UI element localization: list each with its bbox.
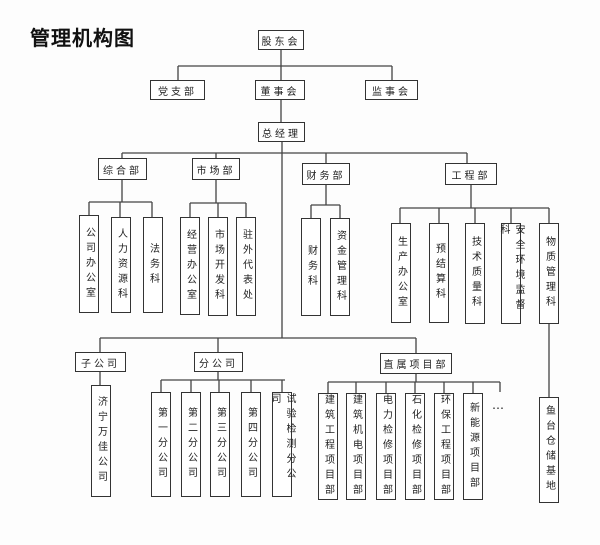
node-production-office: 生产办公室 bbox=[391, 223, 411, 323]
node-branches: 分公司 bbox=[194, 352, 243, 372]
node-market-dev-label: 市场开发科 bbox=[212, 229, 224, 304]
node-direct-projects: 直属项目部 bbox=[380, 353, 452, 374]
node-budget: 预结算科 bbox=[429, 223, 449, 323]
node-branch-3-label: 第三分公司 bbox=[214, 407, 226, 482]
node-jining-wanjia: 济宁万佳公司 bbox=[91, 385, 111, 497]
node-general-dept-label: 综合部 bbox=[103, 165, 142, 177]
node-tech-quality-label: 技术质量科 bbox=[469, 236, 481, 311]
node-branches-label: 分公司 bbox=[199, 358, 238, 370]
node-branch-1-label: 第一分公司 bbox=[155, 407, 167, 482]
node-safety-env-label: 安全环境监督科 bbox=[498, 224, 524, 314]
node-rep-office: 驻外代表处 bbox=[236, 217, 256, 316]
node-testing-branch-label: 试验检测分公司 bbox=[269, 393, 295, 483]
node-market-dept: 市场部 bbox=[192, 158, 240, 180]
more-projects-ellipsis: … bbox=[492, 398, 504, 412]
node-legal-label: 法务科 bbox=[147, 242, 159, 288]
node-direct-projects-label: 直属项目部 bbox=[383, 360, 449, 371]
node-subsidiary-label: 子公司 bbox=[81, 358, 120, 370]
node-branch-1: 第一分公司 bbox=[151, 392, 171, 497]
node-engineering-dept-label: 工程部 bbox=[451, 170, 491, 182]
node-business-office-label: 经营办公室 bbox=[184, 228, 196, 304]
node-party-branch-label: 党支部 bbox=[158, 86, 197, 98]
node-fund-mgmt: 资金管理科 bbox=[330, 218, 350, 316]
node-branch-2-label: 第二分公司 bbox=[185, 407, 197, 482]
node-tech-quality: 技术质量科 bbox=[465, 223, 485, 324]
node-business-office: 经营办公室 bbox=[180, 217, 200, 315]
node-party-branch: 党支部 bbox=[150, 80, 205, 100]
node-shareholders-label: 股东会 bbox=[261, 36, 301, 48]
node-power-maint-label: 电力检修项目部 bbox=[380, 394, 392, 499]
node-branch-3: 第三分公司 bbox=[210, 392, 230, 497]
node-testing-branch: 试验检测分公司 bbox=[269, 392, 295, 497]
node-board: 董事会 bbox=[255, 80, 305, 100]
node-finance-section-label: 财务科 bbox=[305, 244, 317, 290]
node-board-label: 董事会 bbox=[260, 86, 300, 98]
node-company-office: 公司办公室 bbox=[79, 215, 99, 313]
node-shareholders: 股东会 bbox=[258, 30, 304, 50]
node-general-dept: 综合部 bbox=[98, 158, 147, 180]
node-petrochem-maint-label: 石化检修项目部 bbox=[409, 394, 421, 499]
node-safety-env: 安全环境监督科 bbox=[498, 223, 524, 324]
node-materials: 物质管理科 bbox=[539, 223, 559, 324]
node-petrochem-maint: 石化检修项目部 bbox=[405, 393, 425, 500]
node-hr: 人力资源科 bbox=[111, 217, 131, 313]
node-env-project-label: 环保工程项目部 bbox=[438, 394, 450, 499]
node-env-project: 环保工程项目部 bbox=[434, 393, 454, 500]
node-construction-project-label: 建筑工程项目部 bbox=[322, 394, 334, 499]
node-subsidiary: 子公司 bbox=[75, 352, 126, 372]
node-construction-project: 建筑工程项目部 bbox=[318, 393, 338, 500]
node-materials-label: 物质管理科 bbox=[543, 236, 555, 311]
node-legal: 法务科 bbox=[143, 217, 163, 313]
node-general-manager: 总经理 bbox=[258, 122, 305, 142]
chart-title: 管理机构图 bbox=[30, 26, 135, 50]
node-branch-4: 第四分公司 bbox=[241, 392, 261, 497]
node-fund-mgmt-label: 资金管理科 bbox=[334, 229, 346, 305]
node-power-maint: 电力检修项目部 bbox=[376, 393, 396, 500]
node-finance-dept: 财务部 bbox=[302, 163, 350, 185]
node-company-office-label: 公司办公室 bbox=[83, 226, 95, 302]
node-hr-label: 人力资源科 bbox=[115, 227, 127, 303]
node-mep-project-label: 建筑机电项目部 bbox=[350, 394, 362, 499]
node-engineering-dept: 工程部 bbox=[445, 163, 497, 185]
node-market-dept-label: 市场部 bbox=[196, 165, 236, 177]
node-rep-office-label: 驻外代表处 bbox=[240, 229, 252, 304]
node-finance-section: 财务科 bbox=[301, 218, 321, 316]
node-market-dev: 市场开发科 bbox=[208, 217, 228, 316]
node-general-manager-label: 总经理 bbox=[262, 128, 301, 140]
node-yutai-storage-label: 鱼台仓储基地 bbox=[543, 405, 555, 495]
node-branch-4-label: 第四分公司 bbox=[245, 407, 257, 482]
node-budget-label: 预结算科 bbox=[433, 243, 445, 303]
node-supervisors-label: 监事会 bbox=[372, 86, 411, 98]
node-mep-project: 建筑机电项目部 bbox=[346, 393, 366, 500]
node-supervisors: 监事会 bbox=[365, 80, 418, 100]
node-yutai-storage: 鱼台仓储基地 bbox=[539, 397, 559, 503]
node-finance-dept-label: 财务部 bbox=[306, 170, 346, 182]
node-production-office-label: 生产办公室 bbox=[395, 235, 407, 311]
node-jining-wanjia-label: 济宁万佳公司 bbox=[95, 396, 107, 486]
node-new-energy: 新能源项目部 bbox=[463, 393, 483, 500]
node-new-energy-label: 新能源项目部 bbox=[467, 401, 479, 492]
node-branch-2: 第二分公司 bbox=[181, 392, 201, 497]
